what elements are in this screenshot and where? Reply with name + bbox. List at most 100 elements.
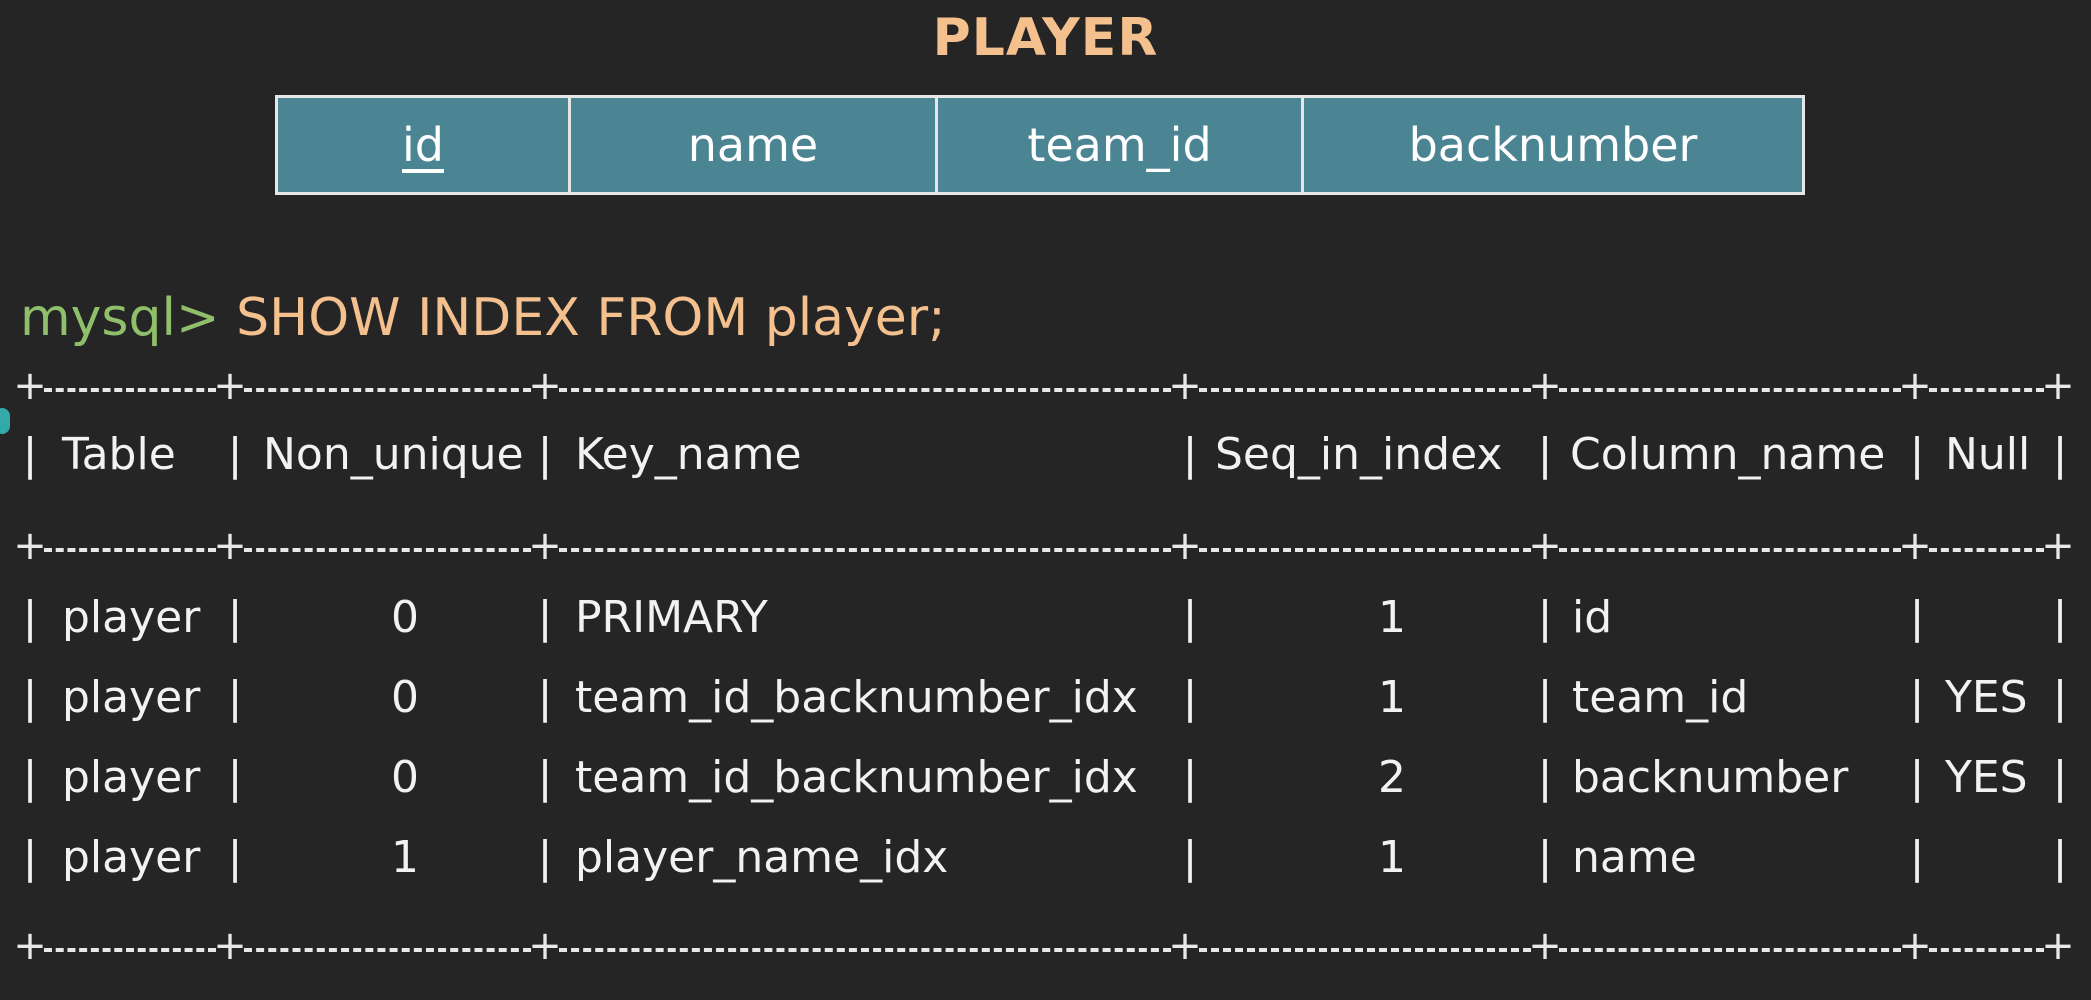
column-header: Null [1945, 429, 2031, 480]
border-dash [1199, 388, 1531, 392]
column-separator: | [1909, 752, 1925, 803]
border-dash [244, 388, 531, 392]
border-corner: + [528, 523, 562, 569]
sql-command: SHOW INDEX FROM player; [236, 288, 946, 348]
entity-column-label: team_id [1027, 118, 1212, 172]
border-corner: + [1168, 923, 1202, 969]
border-corner: + [213, 923, 247, 969]
terminal-command-line[interactable]: mysql> SHOW INDEX FROM player; [20, 288, 946, 348]
border-corner: + [1898, 523, 1932, 569]
column-separator: | [22, 832, 38, 883]
column-separator: | [2052, 429, 2068, 480]
column-separator: | [227, 592, 243, 643]
column-separator: | [22, 429, 38, 480]
entity-column-label: name [687, 118, 819, 172]
column-separator: | [537, 832, 553, 883]
column-header: Table [62, 429, 176, 480]
table-cell: 2 [1378, 752, 1406, 803]
column-separator: | [227, 752, 243, 803]
border-dash [1559, 388, 1901, 392]
border-corner: + [528, 363, 562, 409]
border-corner: + [1898, 923, 1932, 969]
border-corner: + [2041, 523, 2075, 569]
column-separator: | [1909, 429, 1925, 480]
border-corner: + [13, 523, 47, 569]
border-dash [559, 948, 1171, 952]
table-border-line: + + + + + + + [13, 366, 2075, 410]
table-cell: 1 [391, 832, 419, 883]
border-dash [44, 388, 216, 392]
table-border-line: +++++++ [13, 926, 2075, 970]
column-separator: | [1182, 832, 1198, 883]
column-separator: | [537, 672, 553, 723]
border-dash [1929, 388, 2044, 392]
border-corner: + [1528, 523, 1562, 569]
table-cell: 1 [1378, 672, 1406, 723]
column-separator: | [1182, 672, 1198, 723]
column-separator: | [1537, 672, 1553, 723]
border-corner: + [2041, 363, 2075, 409]
border-dash [559, 388, 1171, 392]
entity-column-backnumber: backnumber [1304, 98, 1802, 192]
column-separator: | [1537, 832, 1553, 883]
border-corner: + [2041, 923, 2075, 969]
border-corner: + [213, 363, 247, 409]
table-cell: backnumber [1572, 752, 1849, 803]
table-cell: player [62, 832, 201, 883]
border-dash [1929, 548, 2044, 552]
column-separator: | [1537, 592, 1553, 643]
border-corner: + [213, 523, 247, 569]
column-separator: | [2052, 592, 2068, 643]
table-cell: 0 [391, 592, 419, 643]
table-cell: 0 [391, 752, 419, 803]
border-corner: + [1528, 363, 1562, 409]
column-separator: | [1182, 429, 1198, 480]
border-dash [1199, 948, 1531, 952]
border-corner: + [13, 363, 47, 409]
border-corner: + [1168, 523, 1202, 569]
entity-column-id: id [278, 98, 571, 192]
entity-column-label: id [402, 118, 444, 172]
table-cell: player [62, 592, 201, 643]
entity-column-name: name [571, 98, 938, 192]
column-separator: | [2052, 832, 2068, 883]
table-cell: 1 [1378, 592, 1406, 643]
column-separator: | [537, 592, 553, 643]
player-entity-table: id name team_id backnumber [275, 95, 1805, 195]
entity-column-label: backnumber [1408, 118, 1698, 172]
border-dash [44, 548, 216, 552]
column-separator: | [1537, 752, 1553, 803]
border-dash [1559, 948, 1901, 952]
table-cell: YES [1945, 752, 2028, 803]
entity-column-team-id: team_id [938, 98, 1304, 192]
border-corner: + [1898, 363, 1932, 409]
table-cell: player [62, 752, 201, 803]
column-separator: | [1537, 429, 1553, 480]
column-header: Key_name [575, 429, 802, 480]
column-separator: | [22, 752, 38, 803]
column-separator: | [537, 752, 553, 803]
column-separator: | [1182, 592, 1198, 643]
column-separator: | [227, 429, 243, 480]
column-separator: | [1909, 672, 1925, 723]
column-header: Column_name [1570, 429, 1886, 480]
table-border-line: + + + + + + + [13, 526, 2075, 570]
table-cell: id [1572, 592, 1613, 643]
table-cell: 0 [391, 672, 419, 723]
table-cell: player [62, 672, 201, 723]
column-separator: | [2052, 752, 2068, 803]
table-cell: team_id_backnumber_idx [575, 672, 1138, 723]
column-separator: | [227, 832, 243, 883]
table-cell: team_id [1572, 672, 1749, 723]
border-corner: + [1168, 363, 1202, 409]
column-separator: | [1909, 832, 1925, 883]
mysql-prompt: mysql> [20, 288, 220, 348]
column-header: Non_unique [263, 429, 524, 480]
table-cell: 1 [1378, 832, 1406, 883]
border-corner: + [13, 923, 47, 969]
column-separator: | [227, 672, 243, 723]
